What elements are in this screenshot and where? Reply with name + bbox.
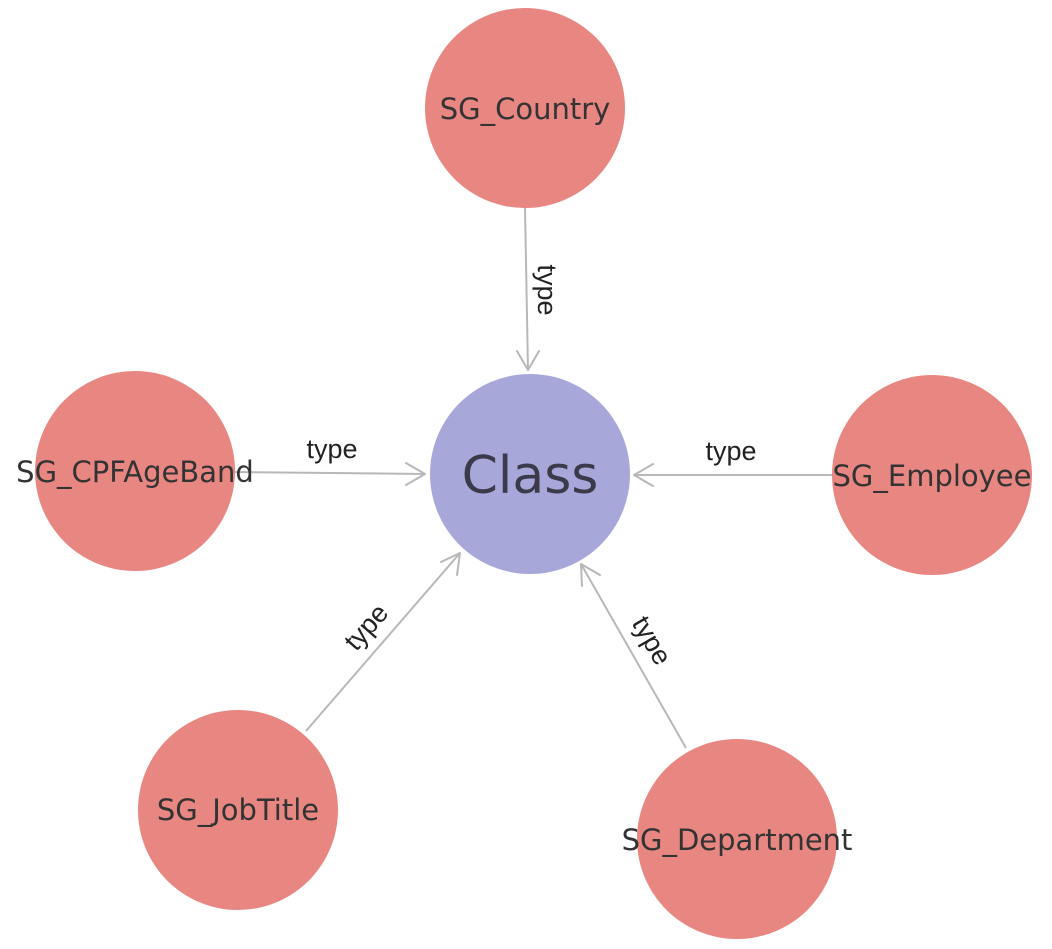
node-sg-department[interactable]: SG_Department	[622, 739, 853, 939]
node-circle	[138, 710, 338, 910]
arrow-head	[580, 563, 601, 587]
arrow-head	[440, 552, 461, 576]
arrow-head	[633, 463, 654, 487]
edge-line	[580, 563, 687, 749]
edge-line	[231, 471, 426, 475]
arrow-head	[516, 350, 540, 371]
node-sg-employee[interactable]: SG_Employee	[832, 375, 1032, 575]
edge-label: type	[306, 434, 357, 464]
edge-sg-country-to-class[interactable]: type	[516, 207, 562, 371]
node-circle	[425, 8, 625, 208]
node-label: SG_Employee	[832, 459, 1031, 493]
node-label: Class	[462, 446, 599, 506]
edge-sg-jobtitle-to-class[interactable]: type	[305, 552, 461, 732]
node-circle	[637, 739, 837, 939]
edge-label: type	[338, 598, 394, 656]
edge-sg-cpfageband-to-class[interactable]: type	[231, 434, 426, 486]
node-label: SG_Department	[622, 823, 853, 857]
edge-sg-employee-to-class[interactable]: type	[633, 436, 834, 487]
node-label: SG_JobTitle	[157, 793, 319, 827]
node-circle	[35, 371, 235, 571]
edge-label: type	[626, 611, 678, 670]
node-circle	[430, 374, 630, 574]
node-sg-country[interactable]: SG_Country	[425, 8, 625, 208]
node-label: SG_Country	[440, 92, 611, 126]
edge-label: type	[532, 264, 562, 315]
edge-line	[524, 207, 529, 371]
edge-line	[305, 552, 461, 732]
node-class[interactable]: Class	[430, 374, 630, 574]
node-sg-cpfageband[interactable]: SG_CPFAgeBand	[16, 371, 254, 571]
arrow-head	[405, 462, 426, 486]
node-sg-jobtitle[interactable]: SG_JobTitle	[138, 710, 338, 910]
node-circle	[832, 375, 1032, 575]
node-label: SG_CPFAgeBand	[16, 455, 254, 489]
edge-label: type	[705, 436, 756, 466]
edge-sg-department-to-class[interactable]: type	[580, 563, 687, 749]
